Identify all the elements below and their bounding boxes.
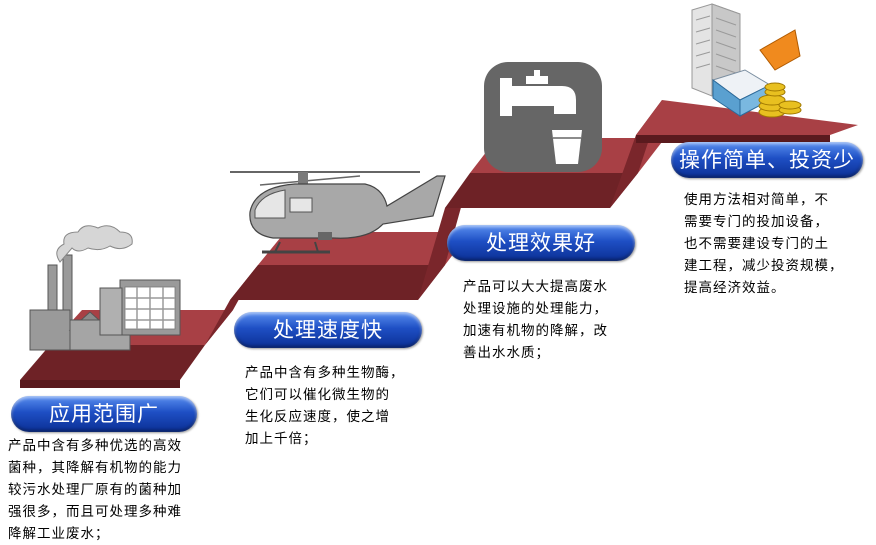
desc-line: 产品中含有多种生物酶，: [245, 365, 405, 381]
desc-line: 产品可以大大提高废水: [463, 279, 608, 295]
desc-line: 它们可以催化微生物的: [245, 387, 390, 403]
desc-line: 提高经济效益。: [684, 280, 786, 296]
desc-line: 善出水水质；: [463, 345, 550, 361]
step-description-application-range: 产品中含有多种优选的高效 菌种，其降解有机物的能力 较污水处理厂原有的菌种加 强…: [8, 435, 218, 545]
desc-line: 强很多，而且可处理多种难: [8, 504, 182, 520]
desc-line: 也不需要建设专门的土: [684, 236, 829, 252]
factory-icon: [29, 225, 181, 351]
desc-line: 需要专门的投加设备，: [684, 214, 829, 230]
step-description-treatment-effect: 产品可以大大提高废水 处理设施的处理能力， 加速有机物的降解，改 善出水水质；: [463, 276, 653, 364]
desc-line: 较污水处理厂原有的菌种加: [8, 482, 182, 498]
step-title-processing-speed: 处理速度快: [234, 312, 422, 348]
desc-line: 建工程，减少投资规模，: [684, 258, 844, 274]
desc-line: 生化反应速度，使之增: [245, 409, 390, 425]
helicopter-icon: [230, 171, 446, 254]
step-title-treatment-effect: 处理效果好: [447, 225, 635, 261]
desc-line: 菌种，其降解有机物的能力: [8, 460, 182, 476]
desc-line: 降解工业废水；: [8, 526, 110, 542]
step-description-processing-speed: 产品中含有多种生物酶， 它们可以催化微生物的 生化反应速度，使之增 加上千倍；: [245, 362, 435, 450]
water-tap-icon: [484, 62, 602, 172]
buildings-coins-icon: [691, 3, 802, 118]
desc-line: 加速有机物的降解，改: [463, 323, 608, 339]
step-title-application-range: 应用范围广: [11, 396, 197, 432]
step-title-simple-operation: 操作简单、投资少: [671, 142, 863, 178]
desc-line: 使用方法相对简单，不: [684, 192, 829, 208]
desc-line: 产品中含有多种优选的高效: [8, 438, 182, 454]
desc-line: 处理设施的处理能力，: [463, 301, 608, 317]
desc-line: 加上千倍；: [245, 431, 318, 447]
step-description-simple-operation: 使用方法相对简单，不 需要专门的投加设备， 也不需要建设专门的土 建工程，减少投…: [684, 189, 869, 299]
